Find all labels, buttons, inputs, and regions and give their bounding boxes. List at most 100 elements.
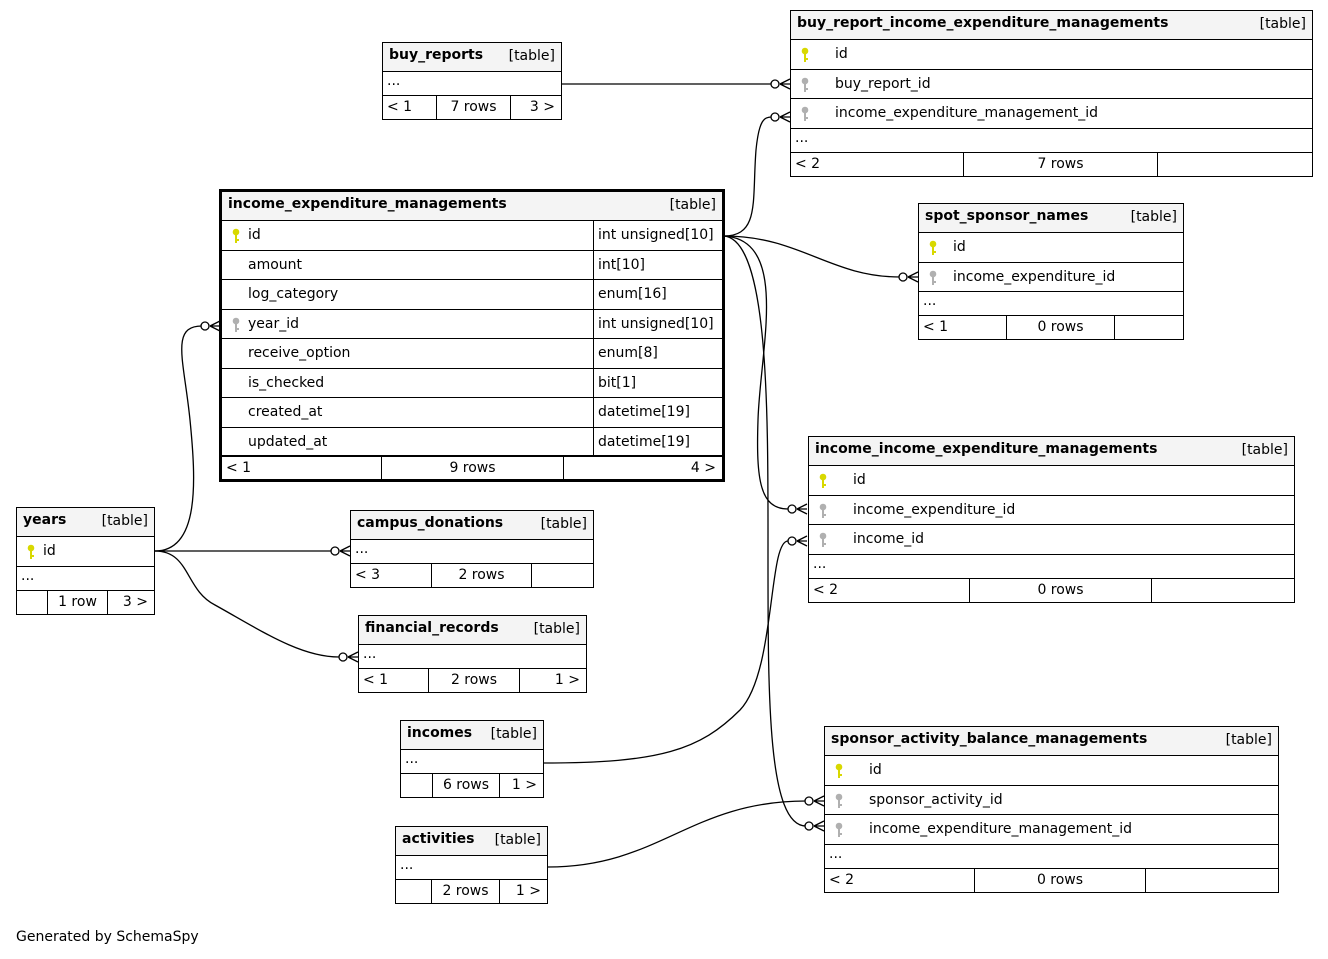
row-count: 2 rows <box>431 564 531 587</box>
table-tag: [table] <box>533 621 580 637</box>
ellipsis-text: ... <box>829 845 843 862</box>
crowfoot-financial <box>347 651 359 663</box>
table-name: spot_sponsor_names <box>925 208 1089 224</box>
ellipsis-text: ... <box>405 751 419 767</box>
table-name: sponsor_activity_balance_managements <box>831 731 1148 747</box>
ellipsis-text: ... <box>363 646 377 662</box>
column-name: id <box>248 227 261 243</box>
table-campus-donations[interactable]: campus_donations [table] ... < 3 2 rows <box>350 510 594 588</box>
table-incomes[interactable]: incomes [table] ... 6 rows 1 > <box>400 720 544 798</box>
edge-iem-to-bri <box>723 116 773 237</box>
table-name: financial_records <box>365 620 499 636</box>
table-buy-report-income-expenditure-managements[interactable]: buy_report_income_expenditure_management… <box>790 10 1313 177</box>
table-name: income_expenditure_managements <box>228 196 507 212</box>
column-row-income-expenditure-id: income_expenditure_id <box>919 263 1183 292</box>
table-sponsor-activity-balance-managements[interactable]: sponsor_activity_balance_managements [ta… <box>824 726 1279 893</box>
foreign-key-icon <box>819 532 827 547</box>
edge-end-ssn <box>898 272 908 282</box>
column-name: id <box>953 239 966 255</box>
table-footer: < 2 7 rows <box>791 152 1312 176</box>
foreign-key-icon <box>819 503 827 518</box>
edge-end-iem-year <box>200 321 210 331</box>
table-name: buy_report_income_expenditure_management… <box>797 15 1169 31</box>
column-row-income-expenditure-management-id: income_expenditure_management_id <box>791 99 1312 129</box>
table-header: campus_donations [table] <box>351 511 593 540</box>
crowfoot-sabm-iem <box>813 820 825 832</box>
primary-key-icon <box>27 544 35 559</box>
column-row-updated-at: updated_at datetime[19] <box>222 427 722 457</box>
column-row-receive-option: receive_option enum[8] <box>222 339 722 369</box>
columns-ellipsis: ... <box>791 129 1312 153</box>
column-row-income-expenditure-management-id: income_expenditure_management_id <box>825 815 1278 845</box>
column-type: int unsigned[10] <box>593 309 722 338</box>
table-footer: < 3 2 rows <box>351 564 593 587</box>
columns-ellipsis: ... <box>359 645 586 669</box>
column-type: datetime[19] <box>593 427 722 455</box>
table-name: buy_reports <box>389 47 484 63</box>
primary-key-icon <box>835 763 843 778</box>
primary-key-icon <box>929 240 937 255</box>
column-name: id <box>853 472 866 488</box>
column-name: income_expenditure_id <box>953 268 1116 285</box>
column-row-id: id <box>17 537 154 567</box>
ellipsis-text: ... <box>923 293 937 309</box>
table-income-income-expenditure-managements[interactable]: income_income_expenditure_managements [t… <box>808 436 1295 603</box>
children-count: 1 > <box>519 669 586 692</box>
children-count <box>1151 578 1294 602</box>
table-tag: [table] <box>1259 16 1306 32</box>
parents-count: < 2 <box>795 155 821 172</box>
column-name: id <box>835 46 848 62</box>
edge-iem-to-sabm <box>723 235 807 827</box>
column-row-year-id: year_id int unsigned[10] <box>222 309 722 339</box>
table-financial-records[interactable]: financial_records [table] ... < 1 2 rows… <box>358 615 587 693</box>
column-row-amount: amount int[10] <box>222 250 722 280</box>
parents-count: < 3 <box>355 567 381 583</box>
parents-count: < 1 <box>387 99 413 115</box>
column-name: is_checked <box>248 374 325 391</box>
crowfoot-bri-buy-report <box>779 78 791 90</box>
table-name: campus_donations <box>357 515 504 531</box>
crowfoot-campus <box>339 545 351 557</box>
column-name: income_id <box>853 531 925 547</box>
edge-iem-to-ssn <box>723 235 901 278</box>
table-buy-reports[interactable]: buy_reports [table] ... < 1 7 rows 3 > <box>382 42 562 120</box>
crowfoot-sabm-activity <box>813 795 825 807</box>
row-count: 6 rows <box>432 774 499 797</box>
ellipsis-text: ... <box>387 73 401 89</box>
primary-key-icon <box>232 228 240 243</box>
parents-count <box>396 880 431 903</box>
edge-incomes-to-iiem <box>543 540 789 764</box>
column-name: amount <box>248 256 303 273</box>
columns-ellipsis: ... <box>919 292 1183 316</box>
table-years[interactable]: years [table] id ... 1 row 3 > <box>16 507 155 615</box>
column-row-buy-report-id: buy_report_id <box>791 70 1312 99</box>
table-tag: [table] <box>1225 732 1272 748</box>
table-activities[interactable]: activities [table] ... 2 rows 1 > <box>395 826 548 904</box>
primary-key-icon <box>801 47 809 62</box>
column-name: updated_at <box>248 433 328 450</box>
parents-count: < 1 <box>363 672 389 688</box>
ellipsis-text: ... <box>400 857 414 873</box>
column-name: income_expenditure_management_id <box>835 105 1099 121</box>
table-tag: [table] <box>1130 209 1177 225</box>
children-count <box>1114 316 1183 339</box>
table-footer: < 2 0 rows <box>825 868 1278 892</box>
crowfoot-iiem-iem <box>796 503 808 515</box>
children-count <box>1145 868 1278 892</box>
ellipsis-text: ... <box>355 541 369 557</box>
parents-count: < 2 <box>829 871 855 888</box>
column-row-sponsor-activity-id: sponsor_activity_id <box>825 786 1278 815</box>
crowfoot-bri-iem <box>779 111 791 123</box>
columns-ellipsis: ... <box>17 567 154 591</box>
table-tag: [table] <box>1241 442 1288 458</box>
table-income-expenditure-managements[interactable]: income_expenditure_managements [table] i… <box>219 189 725 482</box>
ellipsis-text: ... <box>795 129 809 146</box>
edge-end-iiem-income <box>787 536 797 546</box>
column-name: created_at <box>248 404 323 420</box>
table-header: income_income_expenditure_managements [t… <box>809 437 1294 466</box>
table-name: incomes <box>407 725 473 741</box>
table-spot-sponsor-names[interactable]: spot_sponsor_names [table] id income_exp… <box>918 203 1184 340</box>
column-type: datetime[19] <box>593 398 722 427</box>
table-tag: [table] <box>101 513 148 529</box>
column-name: buy_report_id <box>835 75 931 92</box>
